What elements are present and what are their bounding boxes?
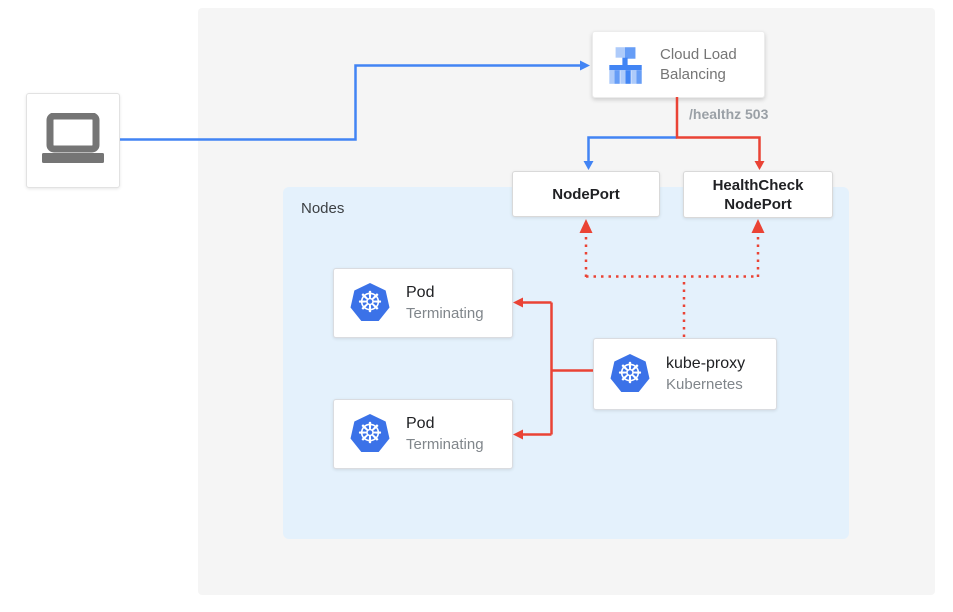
kubernetes-icon: ☸: [350, 283, 390, 322]
nodeport-label: NodePort: [552, 185, 620, 203]
kube-proxy-box: ☸ kube-proxy Kubernetes: [593, 338, 777, 410]
healthcheck-nodeport-label-line2: NodePort: [724, 195, 792, 213]
pod-title: Pod: [406, 415, 435, 432]
cloud-load-balancing-box: Cloud Load Balancing: [592, 31, 765, 98]
healthz-503-label: /healthz 503: [689, 106, 769, 122]
kubernetes-icon: ☸: [610, 354, 650, 393]
pod-title: Pod: [406, 284, 435, 301]
kube-proxy-subtitle: Kubernetes: [666, 376, 743, 393]
cloud-load-balancing-label: Cloud Load Balancing: [660, 45, 737, 83]
kubernetes-icon: ☸: [350, 414, 390, 453]
pod-box-1: ☸ Pod Terminating: [333, 268, 513, 338]
nodes-label: Nodes: [301, 200, 345, 217]
pod-status: Terminating: [406, 305, 484, 322]
nodeport-box: NodePort: [512, 171, 660, 217]
external-client-box: [26, 93, 120, 188]
pod-status: Terminating: [406, 436, 484, 453]
cloud-load-balancing-icon: [609, 46, 642, 84]
healthcheck-nodeport-box: HealthCheck NodePort: [683, 171, 833, 218]
kube-proxy-title: kube-proxy: [666, 355, 746, 372]
pod-box-2: ☸ Pod Terminating: [333, 399, 513, 469]
healthcheck-nodeport-label-line1: HealthCheck: [712, 176, 804, 194]
laptop-icon: [42, 112, 104, 163]
